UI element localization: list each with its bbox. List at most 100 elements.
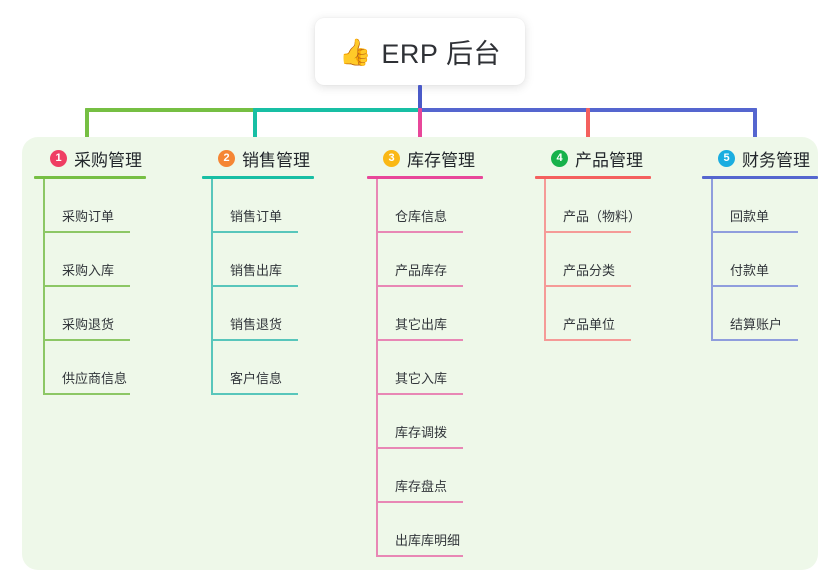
- root-node-label: ERP 后台: [381, 39, 501, 69]
- menu-item[interactable]: 采购入库: [34, 233, 146, 287]
- menu-item-label: 其它入库: [395, 371, 448, 386]
- menu-item-rule: [544, 231, 631, 233]
- thumbs-up-icon: 👍: [339, 36, 372, 67]
- column-title-1: 采购管理: [74, 150, 142, 170]
- menu-item-rule: [211, 231, 298, 233]
- menu-item-label: 供应商信息: [62, 371, 128, 386]
- column-items-1: 采购订单采购入库采购退货供应商信息: [34, 179, 146, 395]
- menu-item-rule: [376, 285, 463, 287]
- column-5: 5 财务管理回款单付款单结算账户: [702, 146, 818, 341]
- menu-item[interactable]: 结算账户: [702, 287, 818, 341]
- menu-item-rule: [211, 393, 298, 395]
- menu-item[interactable]: 库存盘点: [367, 449, 483, 503]
- connector-bar-green: [85, 108, 255, 112]
- menu-item-label: 结算账户: [730, 317, 783, 332]
- menu-item-label: 产品单位: [563, 317, 616, 332]
- menu-item-rule: [376, 393, 463, 395]
- column-items-2: 销售订单销售出库销售退货客户信息: [202, 179, 314, 395]
- menu-item[interactable]: 产品库存: [367, 233, 483, 287]
- menu-item-label: 销售订单: [230, 209, 283, 224]
- column-title-5: 财务管理: [742, 150, 810, 170]
- column-2: 2 销售管理销售订单销售出库销售退货客户信息: [202, 146, 314, 395]
- menu-item-label: 其它出库: [395, 317, 448, 332]
- column-header-1[interactable]: 1 采购管理: [34, 146, 146, 170]
- column-rule-2: [202, 176, 314, 179]
- menu-item[interactable]: 产品（物料）: [535, 179, 651, 233]
- menu-item[interactable]: 出库库明细: [367, 503, 483, 557]
- menu-item[interactable]: 供应商信息: [34, 341, 146, 395]
- connector-bar-teal: [253, 108, 423, 112]
- menu-item-label: 付款单: [730, 263, 770, 278]
- menu-item-rule: [376, 555, 463, 557]
- column-rule-1: [34, 176, 146, 179]
- menu-item[interactable]: 销售出库: [202, 233, 314, 287]
- menu-item-rule: [711, 339, 798, 341]
- menu-item[interactable]: 客户信息: [202, 341, 314, 395]
- menu-item[interactable]: 仓库信息: [367, 179, 483, 233]
- menu-item[interactable]: 其它出库: [367, 287, 483, 341]
- menu-item-label: 库存盘点: [395, 479, 448, 494]
- menu-item[interactable]: 产品分类: [535, 233, 651, 287]
- menu-item[interactable]: 库存调拨: [367, 395, 483, 449]
- menu-item[interactable]: 付款单: [702, 233, 818, 287]
- drop-connector-5: [753, 108, 757, 148]
- column-rule-4: [535, 176, 651, 179]
- column-spine-5: [711, 179, 713, 341]
- menu-item[interactable]: 采购订单: [34, 179, 146, 233]
- column-spine-4: [544, 179, 546, 341]
- menu-item[interactable]: 其它入库: [367, 341, 483, 395]
- column-3: 3 库存管理仓库信息产品库存其它出库其它入库库存调拨库存盘点出库库明细: [367, 146, 483, 557]
- column-badge-3: 3: [383, 149, 400, 167]
- menu-item-rule: [376, 231, 463, 233]
- menu-item-label: 采购订单: [62, 209, 115, 224]
- drop-connector-2: [253, 108, 257, 148]
- menu-item-label: 销售出库: [230, 263, 283, 278]
- menu-item[interactable]: 销售订单: [202, 179, 314, 233]
- column-rule-3: [367, 176, 483, 179]
- column-spine-2: [211, 179, 213, 395]
- menu-item[interactable]: 回款单: [702, 179, 818, 233]
- column-rule-5: [702, 176, 818, 179]
- menu-item-rule: [211, 339, 298, 341]
- menu-item-rule: [711, 285, 798, 287]
- menu-item-rule: [711, 231, 798, 233]
- menu-item-label: 采购退货: [62, 317, 115, 332]
- column-badge-5: 5: [718, 149, 735, 167]
- column-header-3[interactable]: 3 库存管理: [367, 146, 483, 170]
- drop-connector-1: [85, 108, 89, 148]
- column-title-2: 销售管理: [242, 150, 310, 170]
- menu-item[interactable]: 产品单位: [535, 287, 651, 341]
- column-spine-1: [43, 179, 45, 395]
- menu-item-rule: [544, 339, 631, 341]
- menu-item-rule: [43, 231, 130, 233]
- menu-item-label: 采购入库: [62, 263, 115, 278]
- menu-item-rule: [376, 339, 463, 341]
- menu-item[interactable]: 销售退货: [202, 287, 314, 341]
- column-items-5: 回款单付款单结算账户: [702, 179, 818, 341]
- column-badge-1: 1: [50, 149, 67, 167]
- column-badge-4: 4: [551, 149, 568, 167]
- menu-item-rule: [376, 501, 463, 503]
- drop-connector-3: [418, 108, 422, 148]
- root-stem-connector: [418, 85, 422, 111]
- menu-item-label: 库存调拨: [395, 425, 448, 440]
- menu-item-label: 销售退货: [230, 317, 283, 332]
- root-node-title-card[interactable]: 👍 ERP 后台: [315, 18, 525, 85]
- menu-item[interactable]: 采购退货: [34, 287, 146, 341]
- column-header-2[interactable]: 2 销售管理: [202, 146, 314, 170]
- column-1: 1 采购管理采购订单采购入库采购退货供应商信息: [34, 146, 146, 395]
- menu-item-rule: [211, 285, 298, 287]
- column-badge-2: 2: [218, 149, 235, 167]
- menu-item-rule: [43, 339, 130, 341]
- menu-item-label: 回款单: [730, 209, 770, 224]
- menu-item-rule: [544, 285, 631, 287]
- menu-item-label: 产品分类: [563, 263, 616, 278]
- column-header-5[interactable]: 5 财务管理: [702, 146, 818, 170]
- menu-item-rule: [43, 285, 130, 287]
- menu-item-rule: [43, 393, 130, 395]
- column-items-3: 仓库信息产品库存其它出库其它入库库存调拨库存盘点出库库明细: [367, 179, 483, 557]
- column-title-3: 库存管理: [407, 150, 475, 170]
